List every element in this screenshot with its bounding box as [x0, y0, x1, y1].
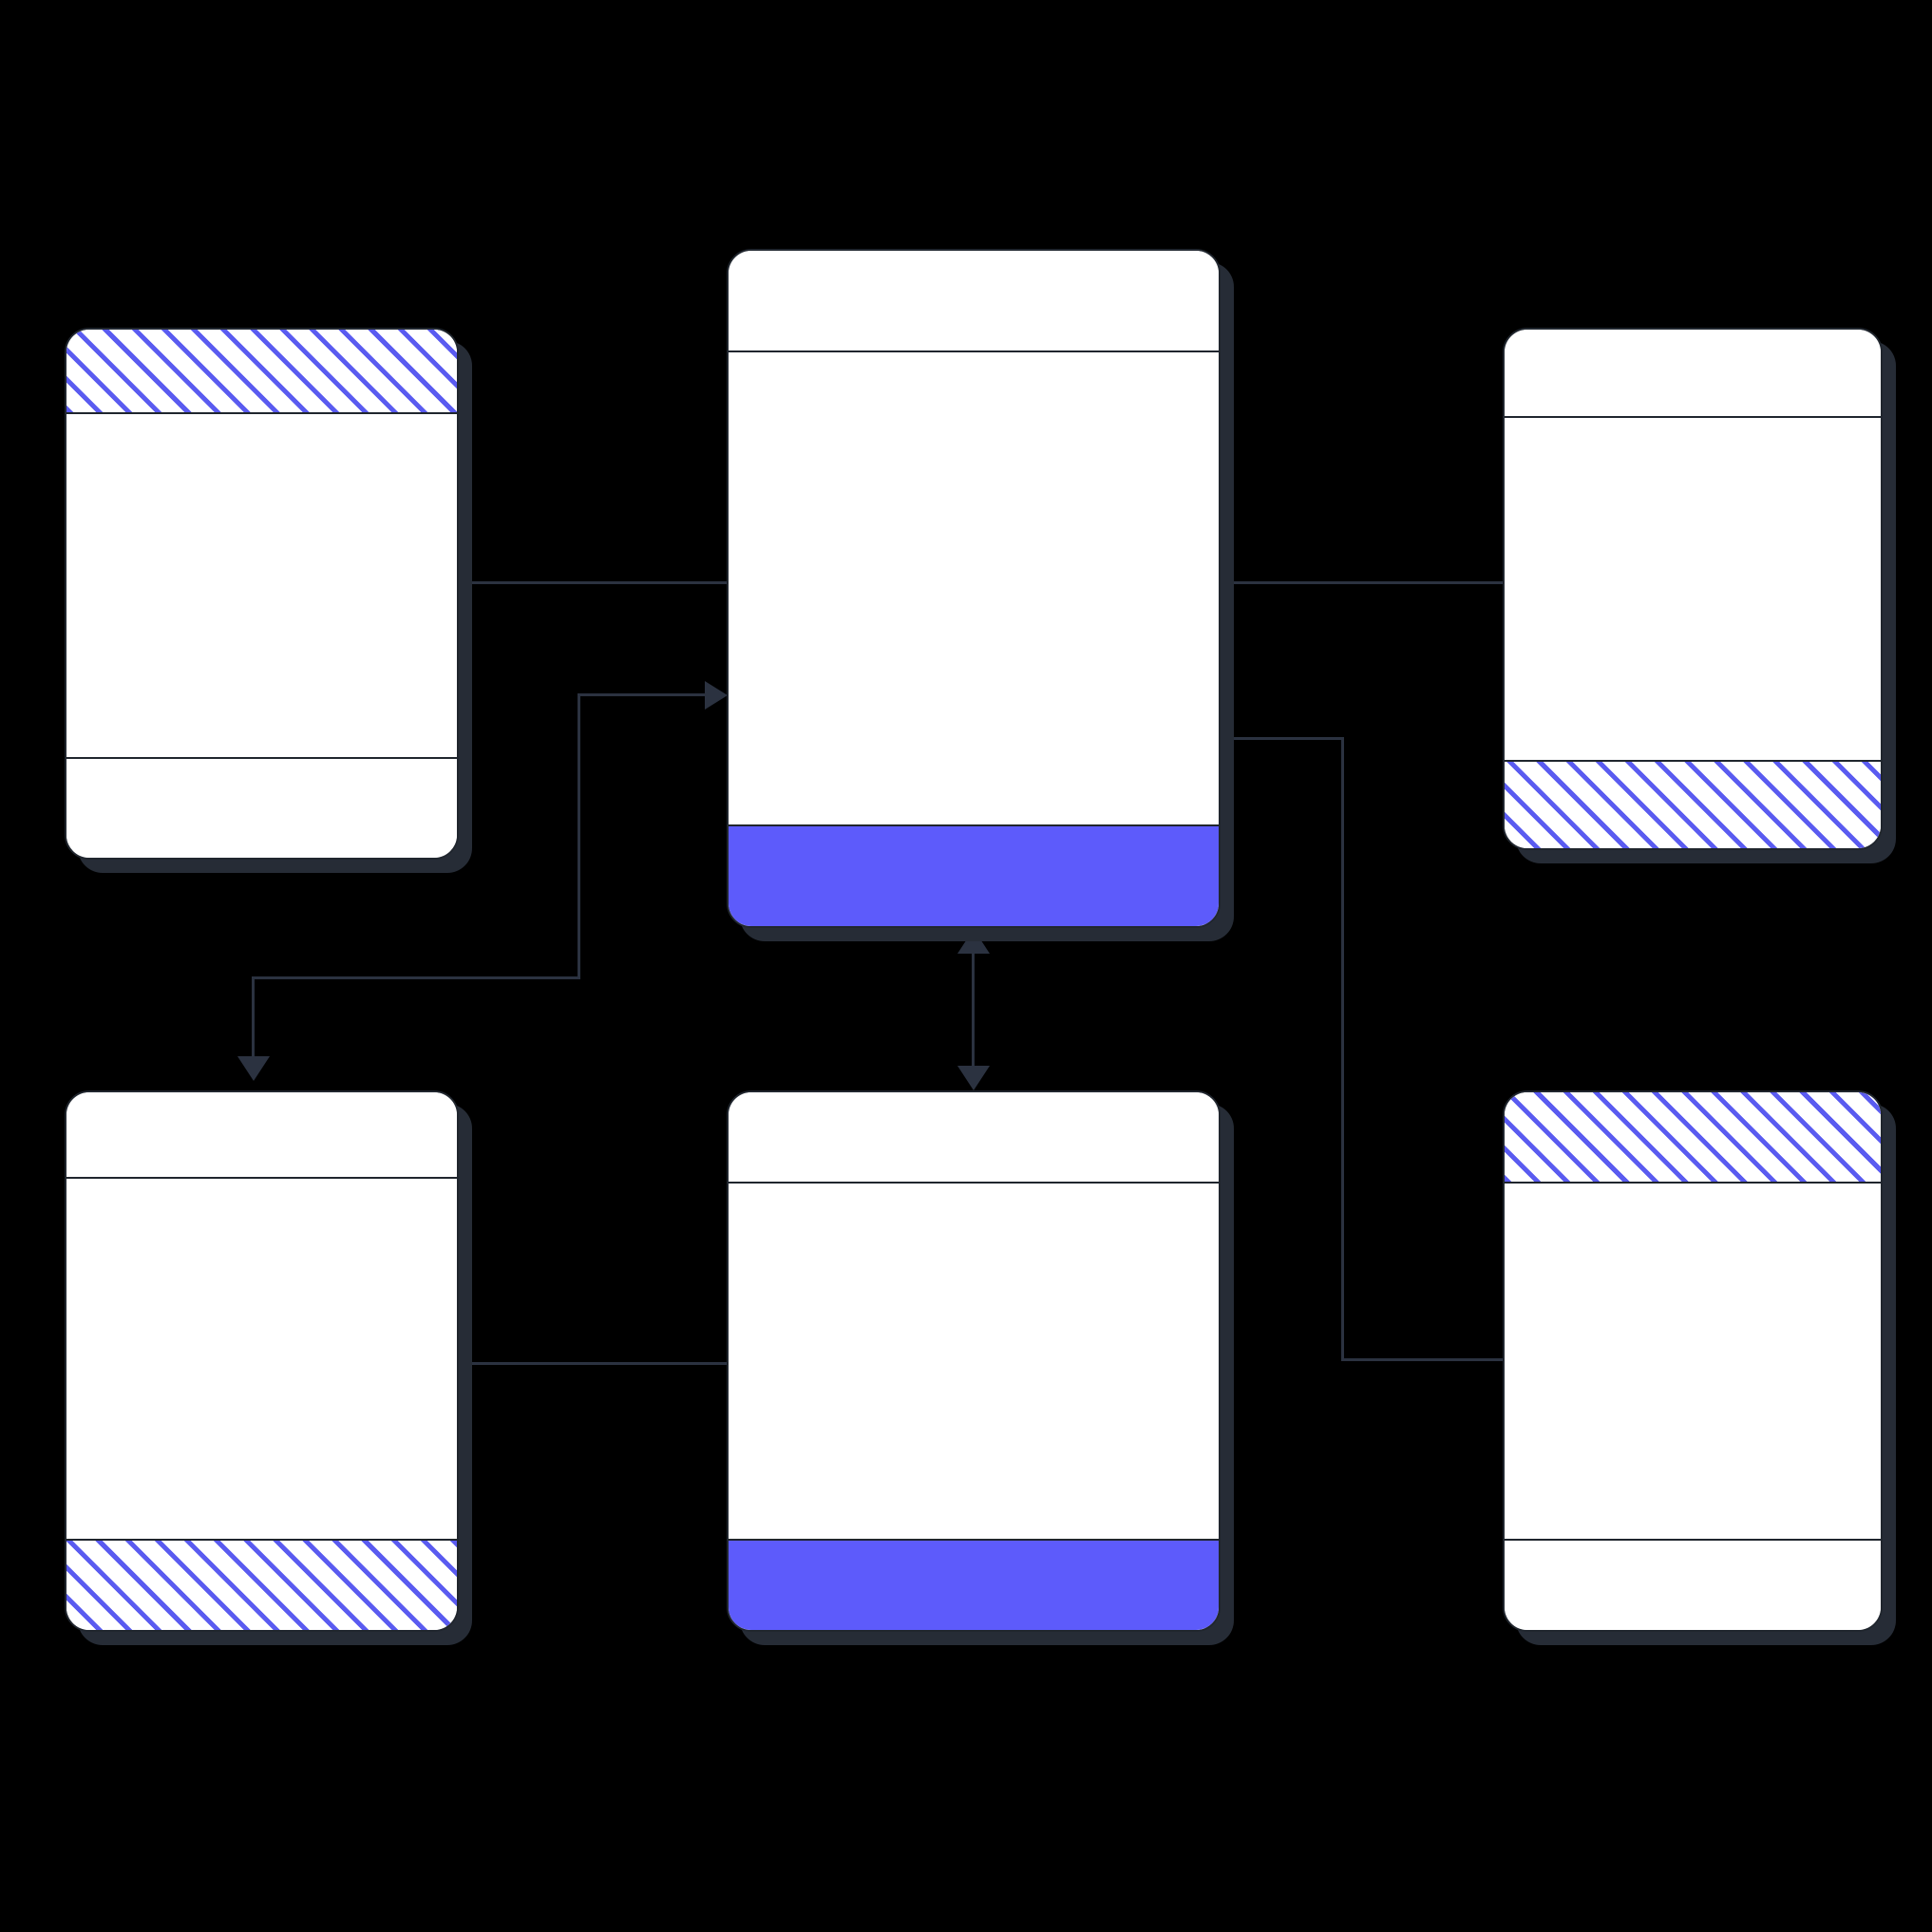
node-bottom-right-body[interactable]	[1505, 1184, 1881, 1539]
node-bottom-right-header[interactable]	[1505, 1092, 1881, 1184]
edge-branch-into-top-center-vertical[interactable]	[578, 693, 580, 978]
node-bottom-center-body[interactable]	[729, 1184, 1219, 1539]
node-top-left-header[interactable]	[66, 330, 457, 414]
edge-top-left-to-bottom-left-vertical[interactable]	[252, 976, 255, 1062]
node-bottom-left-header[interactable]	[66, 1092, 457, 1179]
node-top-center-body[interactable]	[729, 351, 1219, 825]
node-top-center-footer[interactable]	[729, 824, 1219, 926]
node-top-left-body[interactable]	[66, 413, 457, 758]
edge-bottom-left-to-bottom-center[interactable]	[459, 1362, 729, 1365]
node-bottom-center[interactable]	[727, 1090, 1221, 1632]
node-top-right-footer[interactable]	[1505, 760, 1881, 848]
edge-top-center-to-bottom-right-vertical[interactable]	[1341, 737, 1344, 1361]
node-bottom-left[interactable]	[65, 1090, 459, 1632]
arrowhead-into-bottom-center-top	[957, 1066, 990, 1090]
node-top-right[interactable]	[1503, 328, 1883, 850]
node-bottom-right[interactable]	[1503, 1090, 1883, 1632]
arrowhead-into-top-center-bottom	[957, 929, 990, 954]
node-bottom-center-footer[interactable]	[729, 1538, 1219, 1630]
node-top-center[interactable]	[727, 249, 1221, 928]
node-bottom-right-footer[interactable]	[1505, 1538, 1881, 1630]
edge-top-left-to-top-center[interactable]	[459, 581, 729, 584]
edge-top-center-to-bottom-right-top[interactable]	[1221, 737, 1344, 740]
edge-branch-into-top-center-horizontal[interactable]	[578, 693, 712, 696]
edge-top-left-to-bottom-left-horizontal[interactable]	[252, 976, 580, 979]
arrowhead-into-top-center	[705, 681, 728, 710]
node-top-right-body[interactable]	[1505, 417, 1881, 761]
edge-top-center-to-bottom-center[interactable]	[972, 940, 975, 1083]
node-top-right-header[interactable]	[1505, 330, 1881, 418]
node-top-center-header[interactable]	[729, 251, 1219, 352]
node-bottom-center-header[interactable]	[729, 1092, 1219, 1184]
node-bottom-left-body[interactable]	[66, 1178, 457, 1539]
arrowhead-into-bottom-left	[237, 1056, 270, 1081]
edge-top-center-to-bottom-right-bottom[interactable]	[1341, 1358, 1505, 1361]
node-top-left[interactable]	[65, 328, 459, 860]
node-top-left-footer[interactable]	[66, 757, 457, 858]
edge-top-center-to-top-right[interactable]	[1221, 581, 1505, 584]
node-bottom-left-footer[interactable]	[66, 1538, 457, 1630]
